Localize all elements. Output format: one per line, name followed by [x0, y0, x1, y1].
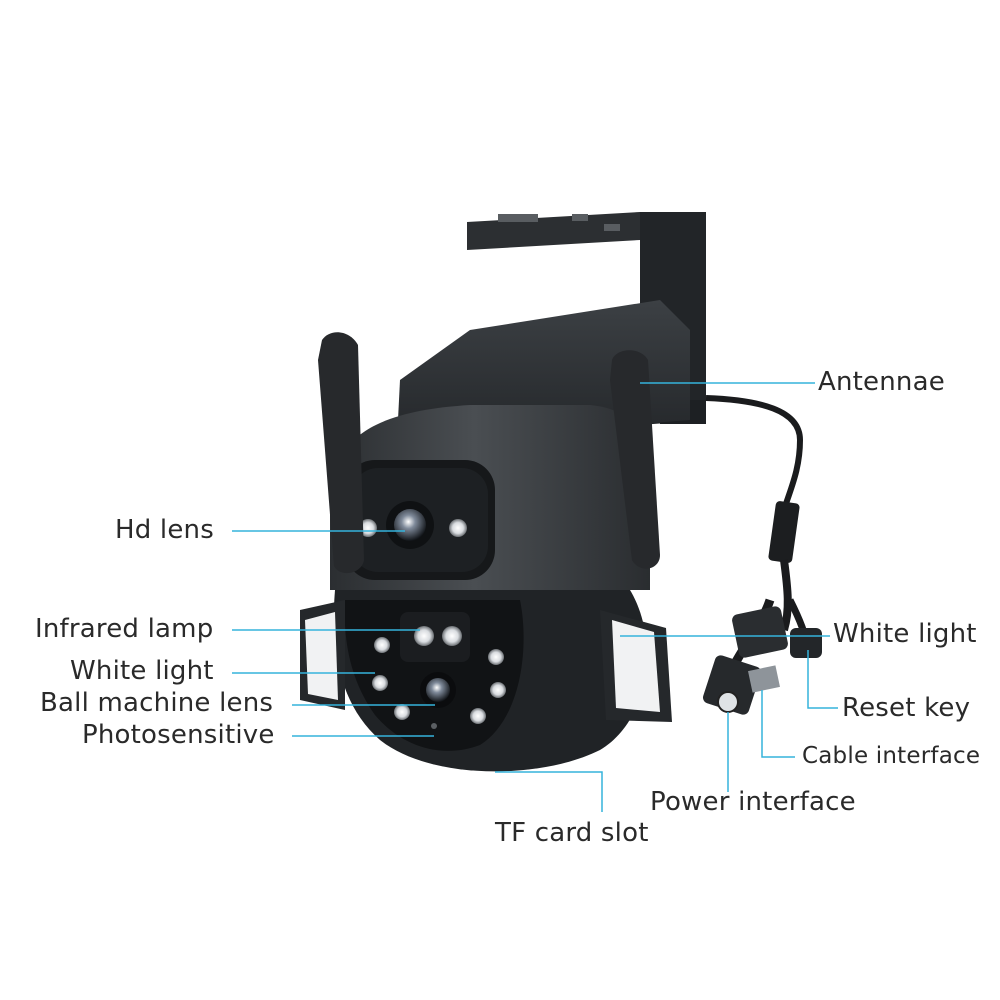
leader-lines	[232, 382, 838, 812]
leader-cable-interface	[761, 690, 795, 758]
upper-housing	[330, 405, 650, 590]
label-antennae: Antennae	[818, 367, 945, 397]
label-infrared-lamp: Infrared lamp	[35, 614, 214, 644]
label-reset-key: Reset key	[842, 693, 971, 723]
floodlight-left	[300, 600, 345, 710]
floodlight-right	[600, 610, 672, 722]
label-hd-lens: Hd lens	[115, 515, 214, 545]
leader-tf-card	[495, 771, 603, 812]
antenna-left	[318, 332, 364, 574]
label-tf-card-slot: TF card slot	[495, 818, 649, 848]
reset-connector	[790, 628, 822, 658]
lower-housing	[333, 590, 647, 772]
antenna-right	[610, 350, 660, 569]
label-white-light-right: White light	[833, 619, 977, 649]
label-white-light-left: White light	[70, 656, 214, 686]
cable	[703, 395, 822, 715]
power-connector	[703, 655, 761, 715]
network-connector	[732, 606, 788, 693]
label-ball-machine-lens: Ball machine lens	[40, 688, 274, 718]
label-power-interface: Power interface	[650, 787, 856, 817]
label-cable-interface: Cable interface	[802, 743, 981, 769]
leader-reset-key	[807, 650, 838, 709]
label-photosensitive: Photosensitive	[82, 720, 275, 750]
